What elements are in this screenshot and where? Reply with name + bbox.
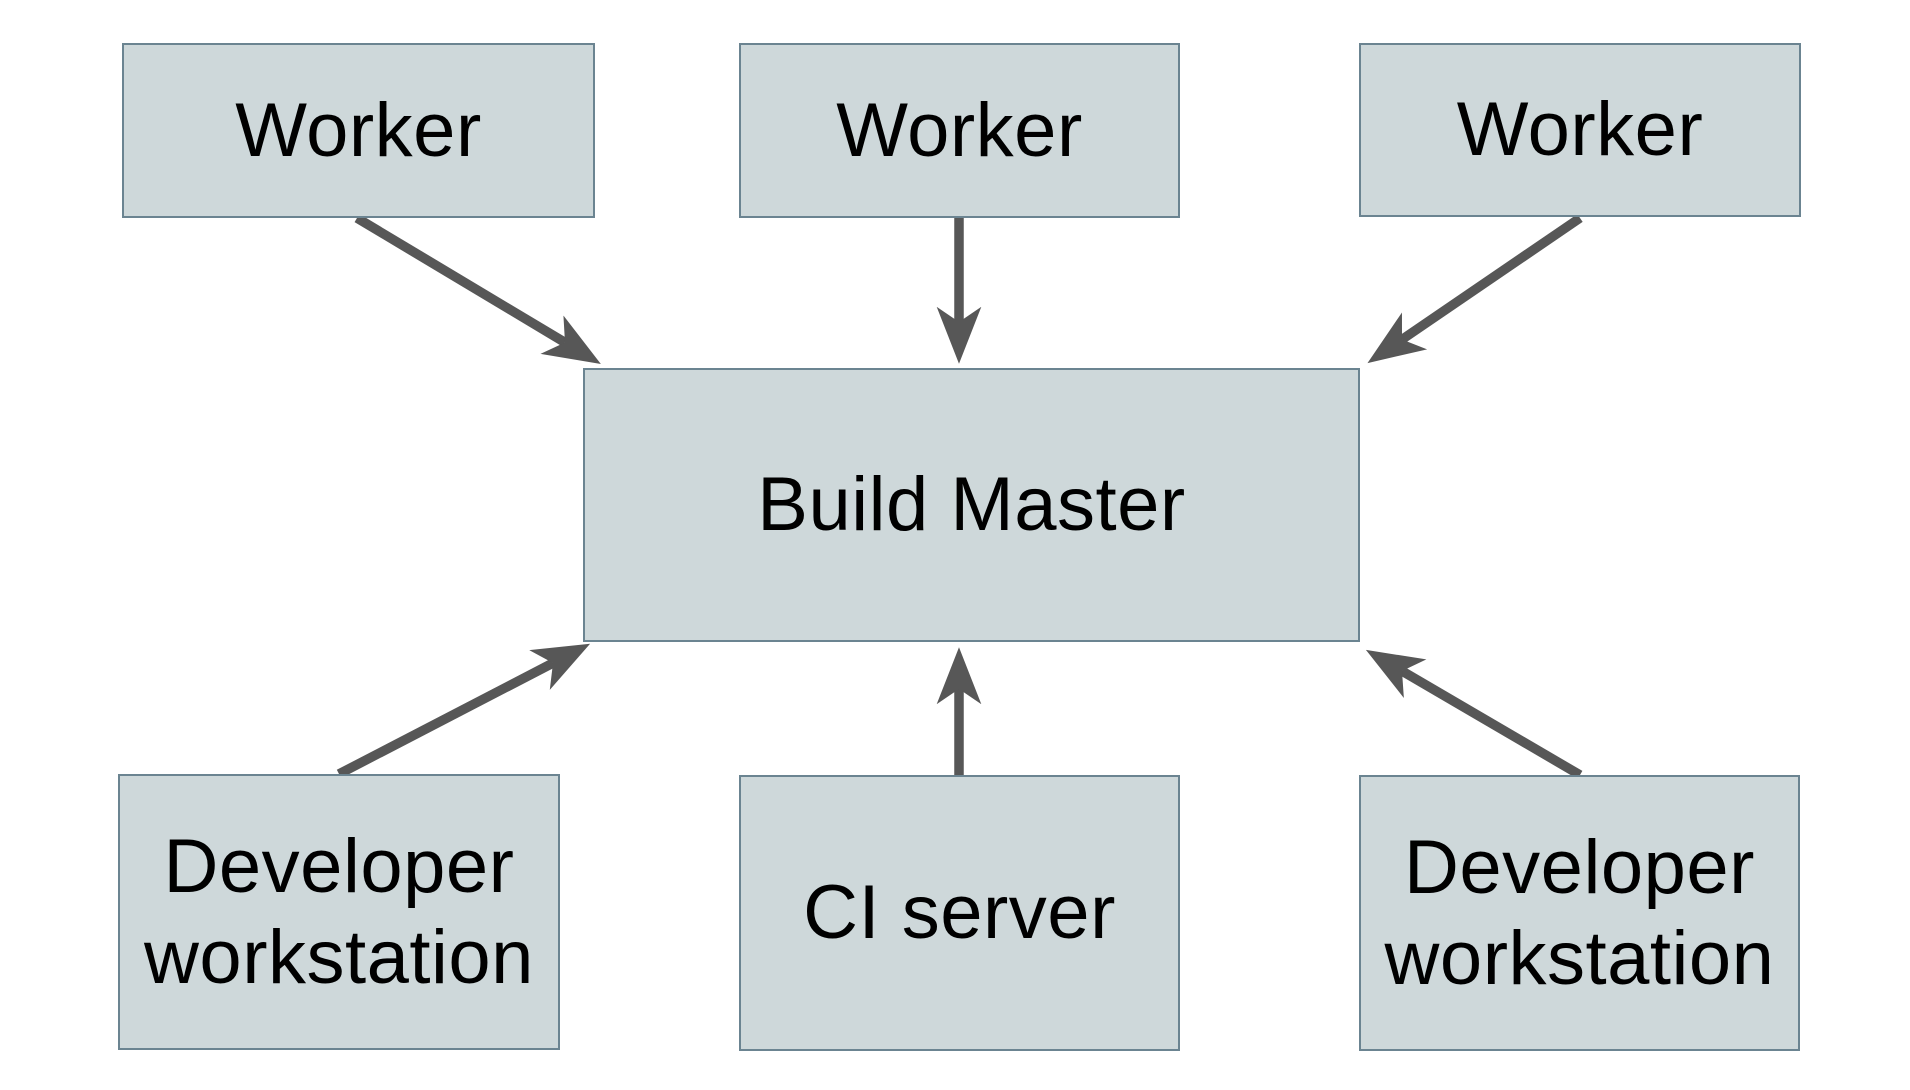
arrow-worker-right-to-build-master: [1367, 214, 1583, 364]
node-developer-workstation-left: Developer workstation: [118, 774, 560, 1050]
node-label: Build Master: [757, 462, 1186, 548]
node-ci-server: CI server: [739, 775, 1180, 1051]
arrow-developer-workstation-left-to-build-master: [336, 643, 591, 779]
arrow-developer-workstation-right-to-build-master: [1365, 649, 1583, 780]
node-label: CI server: [803, 870, 1116, 956]
arrow-worker-left-to-build-master: [354, 213, 601, 364]
node-label: Worker: [836, 87, 1083, 173]
node-worker-middle: Worker: [739, 43, 1180, 218]
node-developer-workstation-right: Developer workstation: [1359, 775, 1800, 1051]
node-worker-left: Worker: [122, 43, 595, 218]
node-worker-right: Worker: [1359, 43, 1801, 217]
node-label: Developer workstation: [1384, 824, 1775, 1001]
node-label: Worker: [235, 87, 482, 173]
node-label: Worker: [1456, 87, 1704, 173]
node-label: Developer workstation: [144, 823, 534, 1000]
node-build-master: Build Master: [583, 368, 1360, 642]
